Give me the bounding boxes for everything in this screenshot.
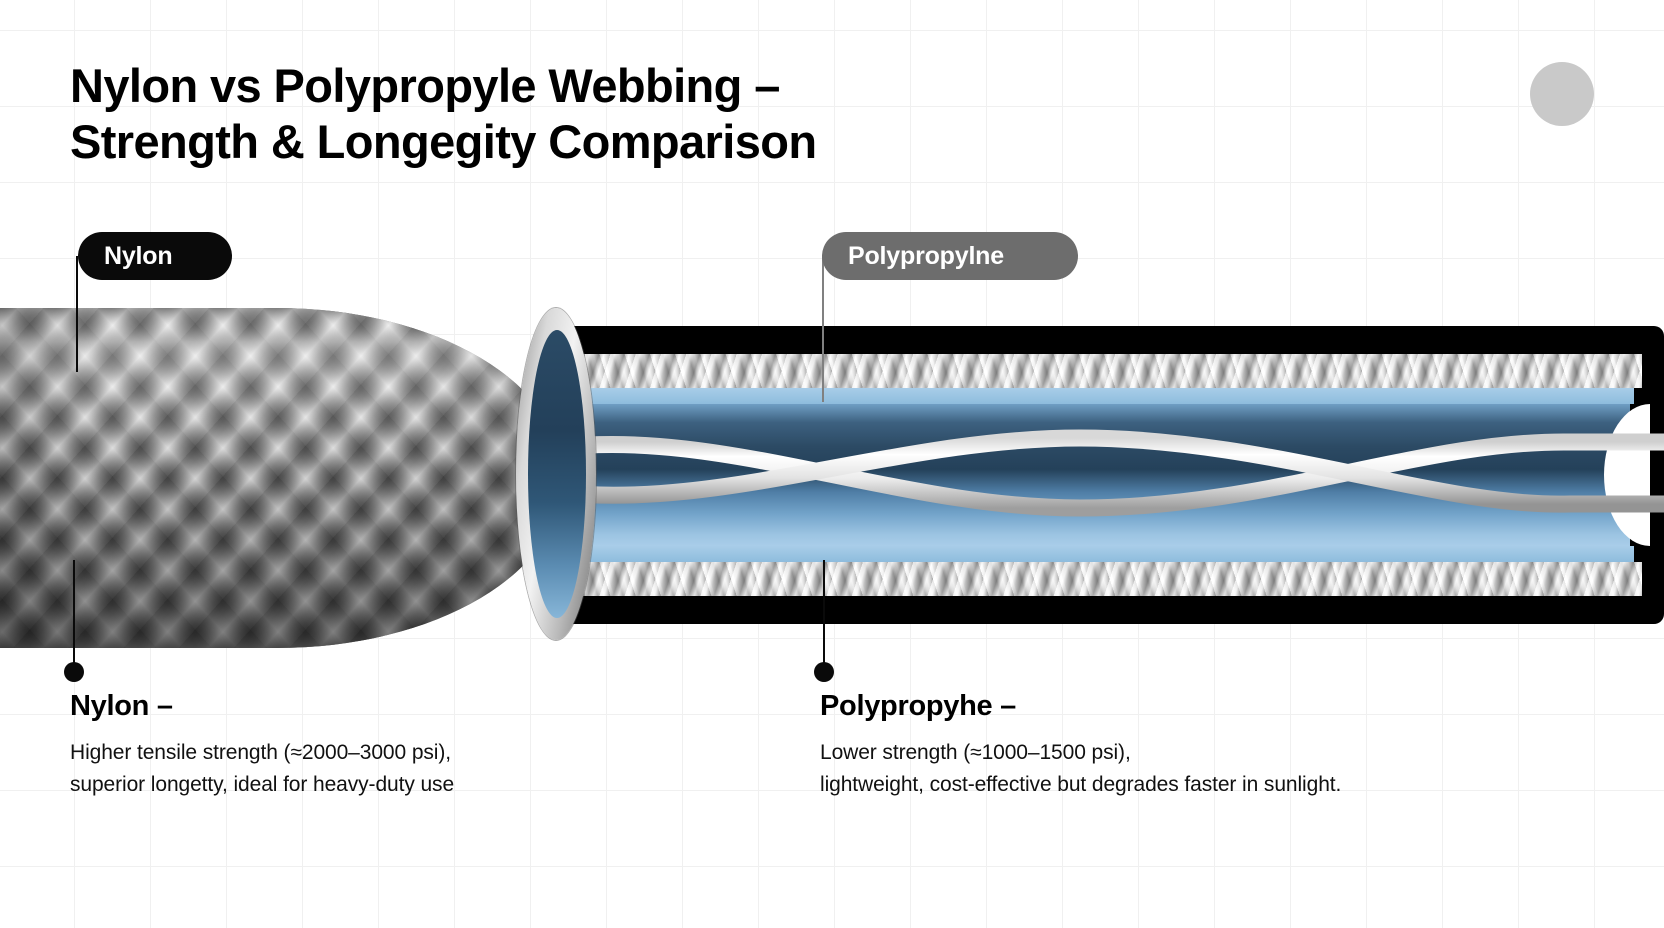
braided-nylon-sleeve — [0, 308, 564, 648]
callout-pill-polypropylene[interactable]: Polypropylne — [822, 232, 1078, 280]
caption-polypropylene: Polypropyhe – Lower strength (≈1000–1500… — [814, 560, 1580, 801]
nylon-leader-line — [76, 256, 78, 372]
callout-pill-nylon-label: Nylon — [104, 241, 173, 270]
liner-top — [560, 388, 1634, 404]
caption-polypropylene-leader-line — [823, 560, 825, 670]
sleeve-horizontal-shading — [0, 308, 564, 648]
twisted-white-cords — [560, 404, 1664, 546]
caption-nylon-leader-line — [73, 560, 75, 670]
sleeve-vertical-shading — [0, 308, 564, 648]
caption-polypropylene-title: Polypropyhe – — [820, 690, 1016, 722]
caption-polypropylene-body: Lower strength (≈1000–1500 psi), lightwe… — [820, 741, 1342, 796]
braid-band-bottom — [560, 562, 1642, 596]
caption-polypropylene-dot — [814, 662, 834, 682]
corner-dot-decoration — [1530, 62, 1594, 126]
hose-inner-bore — [560, 404, 1630, 546]
liner-bottom — [560, 546, 1634, 562]
callout-pill-nylon[interactable]: Nylon — [78, 232, 233, 280]
callout-pill-polypropylene-label: Polypropylne — [848, 241, 1004, 270]
braid-band-top — [560, 354, 1642, 388]
polypropylene-hose-cutaway — [560, 326, 1664, 624]
caption-nylon-body: Higher tensile strength (≈2000–3000 psi)… — [70, 741, 455, 796]
caption-nylon-dot — [64, 662, 84, 682]
cut-end-ring — [516, 308, 596, 640]
product-illustration — [0, 300, 1664, 652]
page-title: Nylon vs Polypropyle Webbing – Strength … — [70, 59, 817, 169]
caption-nylon: Nylon – Higher tensile strength (≈2000–3… — [64, 560, 750, 801]
polypropylene-leader-line — [822, 256, 824, 402]
caption-nylon-title: Nylon – — [70, 690, 173, 722]
cut-end-ring-bore — [528, 330, 586, 618]
